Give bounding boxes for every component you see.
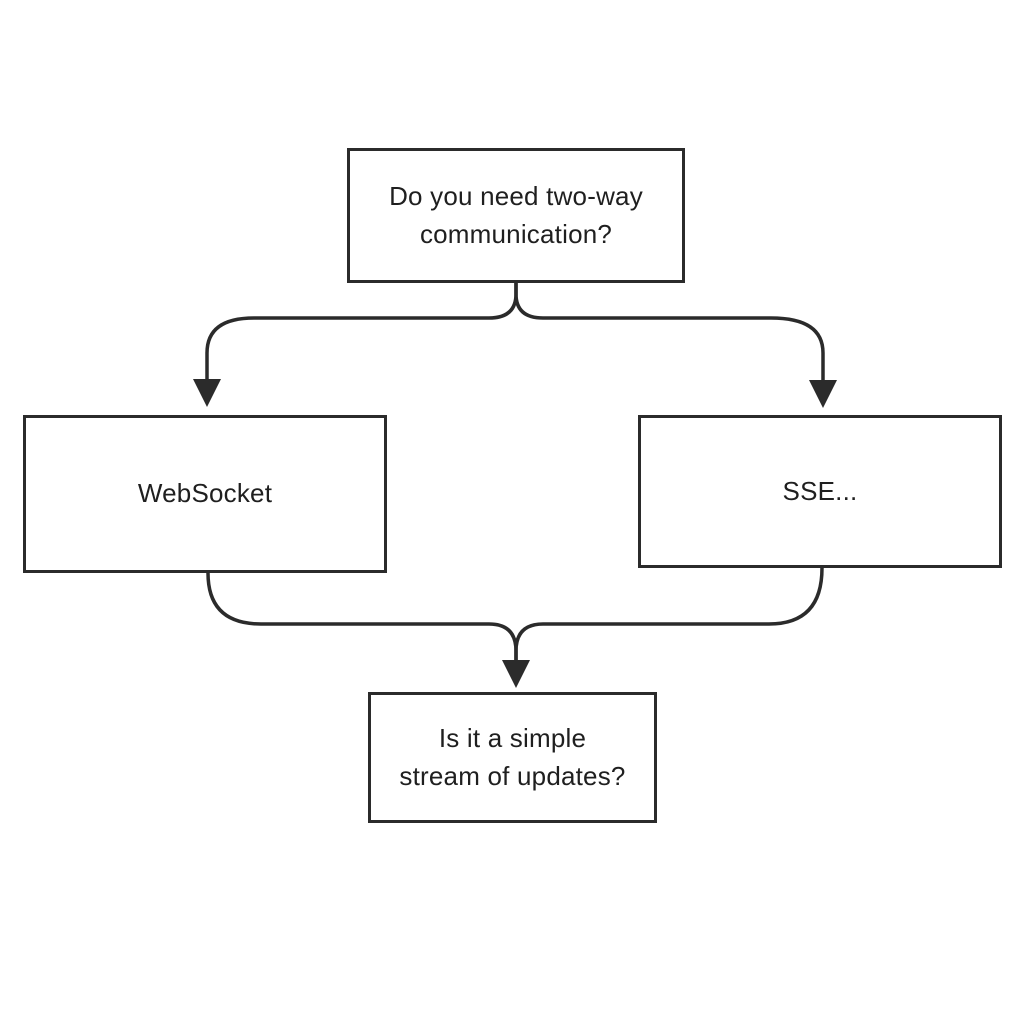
node-label: WebSocket bbox=[137, 478, 273, 509]
node-question-simple-stream: Is it a simple stream of updates? bbox=[368, 692, 657, 823]
arrowhead-websocket bbox=[193, 379, 221, 407]
edge-websocket-to-question2 bbox=[206, 571, 518, 662]
arrowhead-question2 bbox=[502, 660, 530, 688]
node-label: Is it a simple stream of updates? bbox=[399, 722, 626, 791]
node-question-two-way: Do you need two-way communication? bbox=[347, 148, 685, 283]
edge-question1-to-sse bbox=[514, 281, 825, 383]
edge-sse-to-question2 bbox=[514, 566, 824, 662]
edge-question1-to-websocket bbox=[205, 281, 518, 382]
node-websocket: WebSocket bbox=[23, 415, 387, 573]
arrowhead-sse bbox=[809, 380, 837, 408]
node-sse: SSE... bbox=[638, 415, 1002, 568]
node-label: Do you need two-way communication? bbox=[389, 180, 643, 249]
node-label: SSE... bbox=[782, 475, 858, 506]
